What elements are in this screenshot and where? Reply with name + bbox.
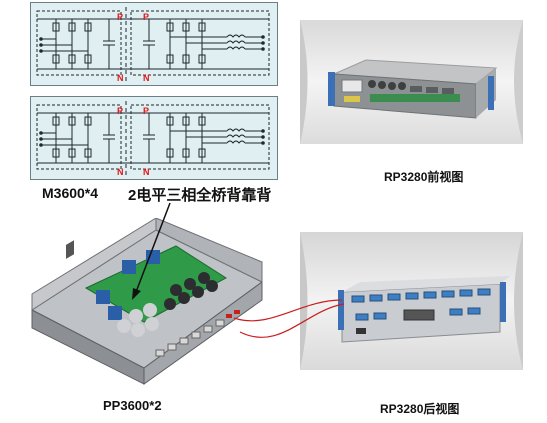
n-label-top-right: N <box>143 73 150 83</box>
caption-rp3280-front: RP3280前视图 <box>384 170 464 184</box>
n-label-bottom-right: N <box>143 167 150 177</box>
caption-bridge-topology: 2电平三相全桥背靠背 <box>128 187 272 204</box>
caption-rp3280-rear: RP3280后视图 <box>380 402 460 416</box>
rp3280-rear-image <box>300 232 523 370</box>
rp3280-front-image <box>300 20 523 144</box>
n-label-bottom-left: N <box>117 167 124 177</box>
schematic-panel-bottom: P P N N <box>30 96 278 180</box>
rp3280-front-photo <box>300 20 523 144</box>
n-label-top-left: N <box>117 73 124 83</box>
inverter-schematic-bottom <box>36 101 270 175</box>
pp3600-enclosure-render <box>31 218 263 385</box>
rp3280-rear-photo <box>300 232 523 370</box>
schematic-panel-top: P P N N <box>30 2 278 86</box>
p-label-top-left: P <box>117 12 124 22</box>
p-label-bottom-right: P <box>143 106 150 116</box>
p-label-top-right: P <box>143 12 150 22</box>
caption-pp3600: PP3600*2 <box>103 398 162 413</box>
pp3600-cad-image <box>26 218 264 390</box>
caption-m3600: M3600*4 <box>42 185 99 201</box>
inverter-schematic-top <box>36 7 270 81</box>
p-label-bottom-left: P <box>117 106 124 116</box>
